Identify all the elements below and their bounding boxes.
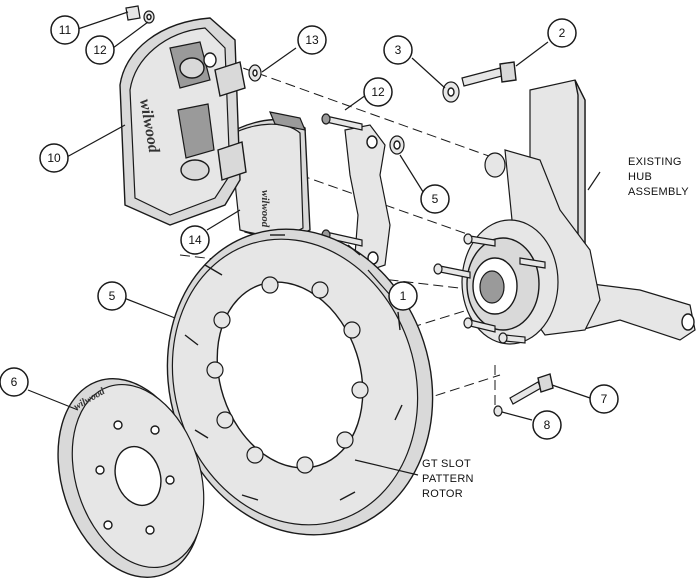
- callout-9-number: 10: [47, 151, 61, 165]
- callout-5-bracket: 5: [420, 184, 450, 214]
- callout-3-number: 3: [395, 43, 402, 57]
- callout-9: 10: [39, 143, 69, 173]
- bleed-screw-washer: [143, 10, 155, 24]
- leader-lines: [27, 11, 601, 476]
- rotor-label-line-1: GT SLOT: [422, 458, 471, 470]
- callout-2: 2: [547, 18, 577, 48]
- callout-1-number: 1: [400, 289, 407, 303]
- pad-retainer-washer: [248, 64, 262, 82]
- callout-13: 13: [297, 25, 327, 55]
- existing-hub-assembly: [433, 79, 696, 345]
- brake-caliper: wilwood: [119, 17, 247, 226]
- hat-bolt: [509, 373, 554, 405]
- rotor-inner-scallops: [206, 276, 369, 474]
- hat-bolt-washer: [493, 405, 503, 417]
- callout-5a-number: 5: [432, 192, 439, 206]
- callout-5b-number: 5: [109, 289, 116, 303]
- bracket-shim: [389, 135, 405, 155]
- callout-11-number: 12: [93, 43, 107, 57]
- callout-10: 11: [50, 15, 80, 45]
- callout-12: 12: [363, 77, 393, 107]
- callout-8-number: 8: [544, 418, 551, 432]
- rotor-label-line-3: ROTOR: [422, 488, 463, 500]
- rotor-hat: wilwood: [57, 378, 205, 578]
- callout-1: 1: [388, 281, 418, 311]
- rotor-label-line-2: PATTERN: [422, 473, 474, 485]
- callout-6-number: 6: [11, 375, 18, 389]
- callout-7-number: 7: [601, 392, 608, 406]
- bleed-screw: [125, 5, 141, 21]
- callout-11: 12: [85, 35, 115, 65]
- bolt-washer: [442, 81, 460, 103]
- callout-13-number: 13: [305, 33, 319, 47]
- gt-slot-rotor: [166, 228, 434, 536]
- hub-label-line-1: EXISTING: [628, 156, 682, 168]
- pad-brand-mark: wilwood: [259, 190, 271, 228]
- wheel-studs: [433, 233, 546, 344]
- callout-10-number: 11: [59, 23, 72, 37]
- rotor-slots: [184, 234, 403, 501]
- callout-6: 6: [0, 367, 29, 397]
- callout-7: 7: [589, 384, 619, 414]
- callout-8: 8: [532, 410, 562, 440]
- hub-assembly-label: EXISTING HUB ASSEMBLY: [628, 156, 689, 198]
- hub-label-line-3: ASSEMBLY: [628, 186, 689, 198]
- callout-5-rotor: 5: [97, 281, 127, 311]
- hub-label-line-2: HUB: [628, 171, 652, 183]
- callout-2-number: 2: [559, 26, 566, 40]
- callout-14-number: 14: [188, 233, 202, 247]
- mounting-bolt: [461, 61, 517, 87]
- brake-pad: wilwood: [229, 111, 311, 238]
- callout-12-number: 12: [371, 85, 385, 99]
- callout-14: 14: [180, 225, 210, 255]
- rotor-label: GT SLOT PATTERN ROTOR: [422, 458, 474, 500]
- callout-3: 3: [383, 35, 413, 65]
